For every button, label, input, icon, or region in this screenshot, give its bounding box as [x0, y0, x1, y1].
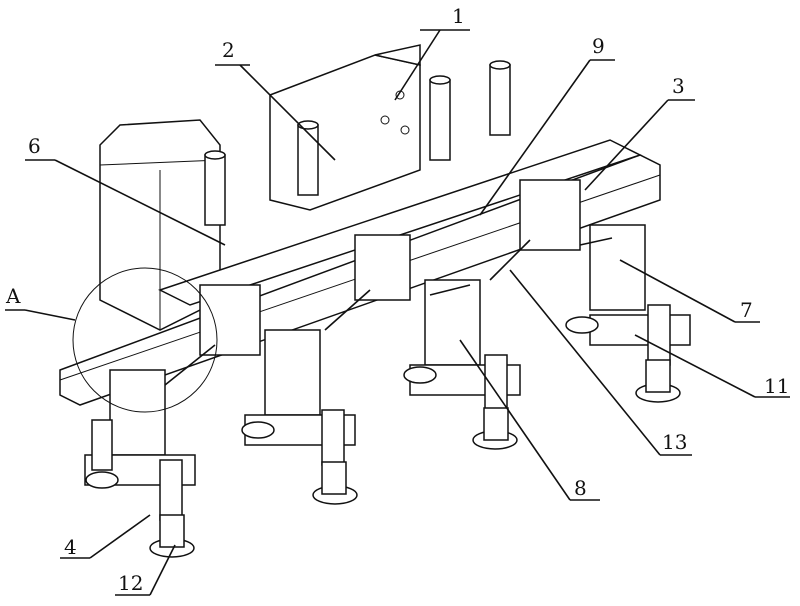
label-9: 9 [592, 34, 605, 58]
label-6: 6 [28, 134, 41, 158]
label-12: 12 [118, 571, 144, 595]
slide-blocks [199, 179, 581, 356]
detail-circle-a [72, 267, 218, 413]
label-8: 8 [574, 476, 587, 500]
gripper-units [84, 224, 691, 558]
leader-lines [5, 29, 790, 596]
cylinders [204, 60, 511, 226]
label-7: 7 [740, 298, 753, 322]
label-13: 13 [662, 430, 688, 454]
label-3: 3 [672, 74, 685, 98]
label-A: A [6, 284, 21, 308]
label-11: 11 [764, 374, 790, 398]
label-2: 2 [222, 38, 235, 62]
label-1: 1 [452, 4, 465, 28]
top-mount-plate [269, 44, 421, 211]
motor-housing [99, 119, 221, 331]
linkage-arms [164, 237, 613, 386]
label-4: 4 [64, 535, 77, 559]
